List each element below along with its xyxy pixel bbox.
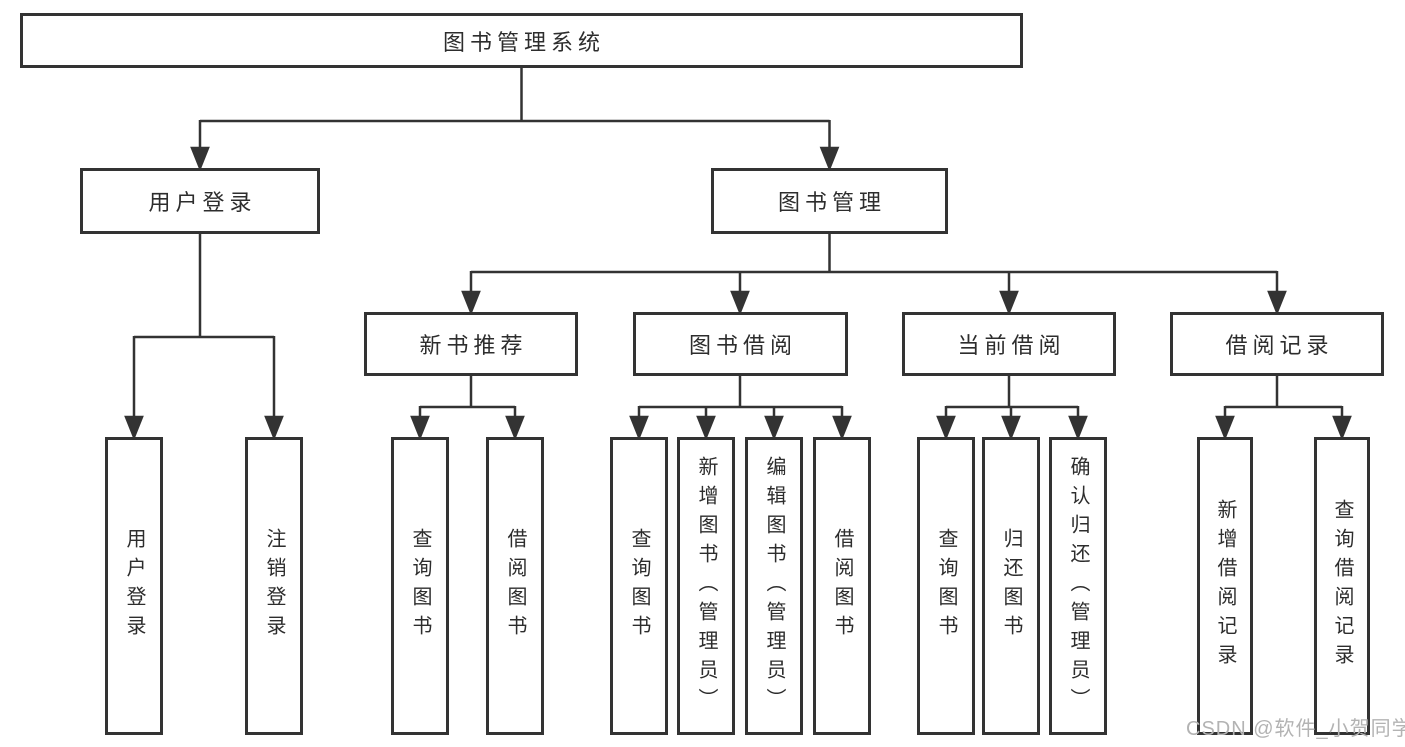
node-current-borrow: 当前借阅	[902, 312, 1116, 376]
node-book-management: 图书管理	[711, 168, 948, 234]
node-label: 用户登录	[148, 190, 257, 215]
node-label: 当前借阅	[957, 333, 1066, 358]
leaf-borrow-books: 借阅图书	[813, 437, 871, 735]
node-label: 用户登录	[123, 528, 145, 644]
node-label: 新增图书（管理员）	[695, 455, 717, 717]
node-borrow-records: 借阅记录	[1170, 312, 1384, 376]
node-label: 查询图书	[409, 528, 431, 644]
node-label: 注销登录	[263, 528, 285, 644]
node-label: 查询图书	[628, 528, 650, 644]
node-label: 图书管理	[777, 190, 886, 215]
leaf-user-login: 用户登录	[105, 437, 163, 735]
node-label: 查询借阅记录	[1331, 499, 1353, 673]
node-label: 归还图书	[1000, 528, 1022, 644]
node-label: 新书推荐	[419, 333, 528, 358]
leaf-add-books-admin: 新增图书（管理员）	[677, 437, 735, 735]
leaf-borrow-query-books: 查询图书	[610, 437, 668, 735]
node-label: 编辑图书（管理员）	[763, 455, 785, 717]
node-book-borrow: 图书借阅	[633, 312, 848, 376]
csdn-watermark: CSDN @软件_小贺同学	[1186, 718, 1405, 740]
node-label: 图书借阅	[688, 333, 797, 358]
node-new-book-recommend: 新书推荐	[364, 312, 578, 376]
node-label: 图书管理系统	[442, 29, 605, 55]
leaf-confirm-return-admin: 确认归还（管理员）	[1049, 437, 1107, 735]
connector-borrow-records-to-leaves	[1215, 376, 1352, 441]
node-label: 借阅图书	[504, 528, 526, 644]
node-label: 借阅图书	[831, 528, 853, 644]
connector-new-book-recommend-to-leaves	[410, 376, 525, 441]
node-label: 借阅记录	[1225, 333, 1334, 358]
connector-current-borrow-to-leaves	[936, 376, 1088, 441]
leaf-return-books: 归还图书	[982, 437, 1040, 735]
leaf-logout: 注销登录	[245, 437, 303, 735]
node-user-login: 用户登录	[80, 168, 320, 234]
connector-user-login-to-leaves	[124, 234, 284, 441]
leaf-current-query-books: 查询图书	[917, 437, 975, 735]
leaf-add-borrow-record: 新增借阅记录	[1197, 437, 1253, 735]
leaf-query-borrow-record: 查询借阅记录	[1314, 437, 1370, 735]
connector-book-borrow-to-leaves	[629, 376, 852, 441]
node-label: 确认归还（管理员）	[1067, 455, 1089, 717]
node-label: 查询图书	[935, 528, 957, 644]
node-library-management-system: 图书管理系统	[20, 13, 1023, 68]
leaf-recommend-borrow-books: 借阅图书	[486, 437, 544, 735]
leaf-recommend-query-books: 查询图书	[391, 437, 449, 735]
node-label: 新增借阅记录	[1214, 499, 1236, 673]
leaf-edit-books-admin: 编辑图书（管理员）	[745, 437, 803, 735]
connector-book-management-to-level3	[461, 234, 1287, 316]
connector-root-to-level2	[190, 68, 840, 172]
